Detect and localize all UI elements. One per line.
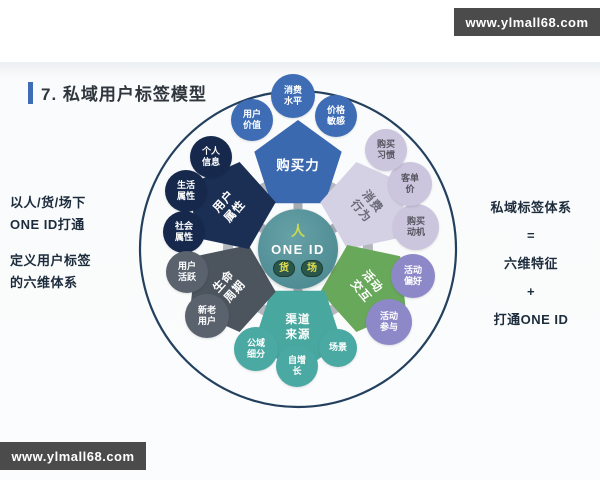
dimension-pentagon: [254, 120, 342, 204]
satellite-tag: 新老 用户: [185, 294, 229, 338]
satellite-tag: 用户 活跃: [166, 251, 208, 293]
satellite-tag: 活动 参与: [366, 299, 412, 345]
satellite-tag: 公域 细分: [234, 327, 278, 371]
one-id-center: 人 ONE ID 货 场: [258, 209, 338, 289]
dimension-pentagon: [320, 162, 406, 249]
goods-pill: 货: [273, 260, 295, 277]
satellite-tag: 个人 信息: [190, 136, 232, 178]
note-oneid-connect: 以人/货/场下 ONE ID打通: [10, 195, 86, 233]
satellite-tag: 消费 水平: [271, 74, 315, 118]
title-accent-bar: [28, 81, 33, 104]
note-tag-system-formula: 私域标签体系 = 六维特征 + 打通ONE ID: [490, 200, 572, 327]
satellite-tag: 购买 动机: [393, 204, 439, 250]
satellite-tag: 用户 价值: [231, 99, 273, 141]
person-label: 人: [291, 223, 305, 239]
page-title-row: 7. 私域用户标签模型: [28, 80, 207, 105]
dimension-label: 渠道 来源: [285, 314, 311, 341]
dimension-pentagon: [190, 162, 276, 249]
goods-scene-pills: 货 场: [273, 260, 323, 277]
satellite-tag: 价格 敏感: [315, 95, 357, 137]
one-id-label: ONE ID: [271, 242, 325, 257]
satellite-tag: 活动 偏好: [391, 254, 435, 298]
scene-pill: 场: [301, 260, 323, 277]
satellite-tag: 社会 属性: [163, 211, 205, 253]
satellite-tag: 生活 属性: [165, 170, 207, 212]
page-title: 7. 私域用户标签模型: [41, 85, 207, 104]
watermark-bottom: www.ylmall68.com: [0, 442, 146, 470]
note-six-dimensions: 定义用户标签 的六维体系: [10, 253, 92, 291]
satellite-tag: 自增 长: [276, 345, 318, 387]
satellite-tag: 购买 习惯: [365, 129, 407, 171]
satellite-tag: 场景: [319, 329, 357, 367]
watermark-top: www.ylmall68.com: [454, 8, 600, 36]
satellite-tag: 客单 价: [388, 162, 432, 206]
dimension-label: 购买力: [276, 158, 320, 174]
